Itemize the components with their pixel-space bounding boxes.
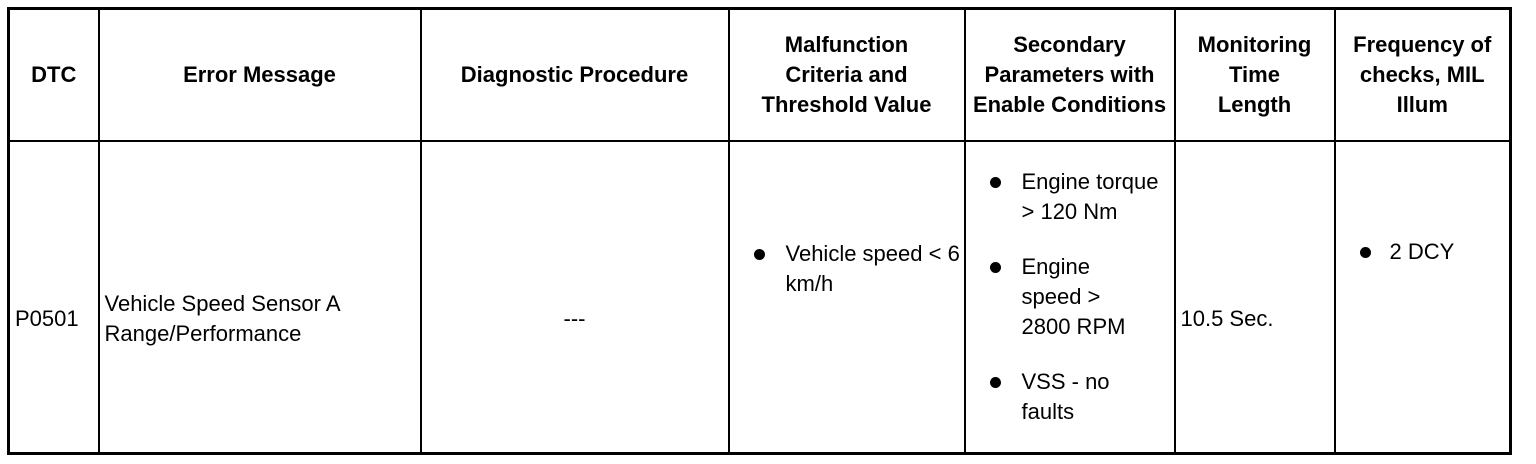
header-malfunction-criteria: Malfunction Criteria and Threshold Value	[727, 7, 966, 142]
malfunction-criteria-list: Vehicle speed < 6 km/h	[730, 239, 964, 299]
header-error-message: Error Message	[97, 7, 422, 142]
table-row: P0501 Vehicle Speed Sensor A Range/Perfo…	[7, 139, 1512, 455]
frequency-list: 2 DCY	[1336, 237, 1510, 267]
cell-dtc: P0501	[7, 139, 100, 455]
header-secondary-parameters: Secondary Parameters with Enable Conditi…	[963, 7, 1176, 142]
cell-malfunction-criteria: Vehicle speed < 6 km/h	[727, 139, 966, 455]
cell-secondary-parameters: Engine torque > 120 Nm Engine speed > 28…	[963, 139, 1176, 455]
cell-monitoring-time: 10.5 Sec.	[1173, 139, 1336, 455]
header-diagnostic-procedure: Diagnostic Procedure	[419, 7, 730, 142]
list-item: Engine speed > 2800 RPM	[966, 252, 1174, 342]
cell-frequency: 2 DCY	[1333, 139, 1512, 455]
list-item: Vehicle speed < 6 km/h	[730, 239, 964, 299]
cell-error-message: Vehicle Speed Sensor A Range/Performance	[97, 139, 422, 455]
header-monitoring-time: Monitoring Time Length	[1173, 7, 1336, 142]
dtc-table: DTC Error Message Diagnostic Procedure M…	[7, 7, 1512, 455]
secondary-parameters-list: Engine torque > 120 Nm Engine speed > 28…	[966, 167, 1174, 427]
cell-diagnostic-procedure: ---	[419, 139, 730, 455]
header-frequency: Frequency of checks, MIL Illum	[1333, 7, 1512, 142]
list-item: VSS - no faults	[966, 367, 1174, 427]
header-row: DTC Error Message Diagnostic Procedure M…	[7, 7, 1512, 142]
header-dtc: DTC	[7, 7, 100, 142]
list-item: 2 DCY	[1336, 237, 1510, 267]
list-item: Engine torque > 120 Nm	[966, 167, 1174, 227]
